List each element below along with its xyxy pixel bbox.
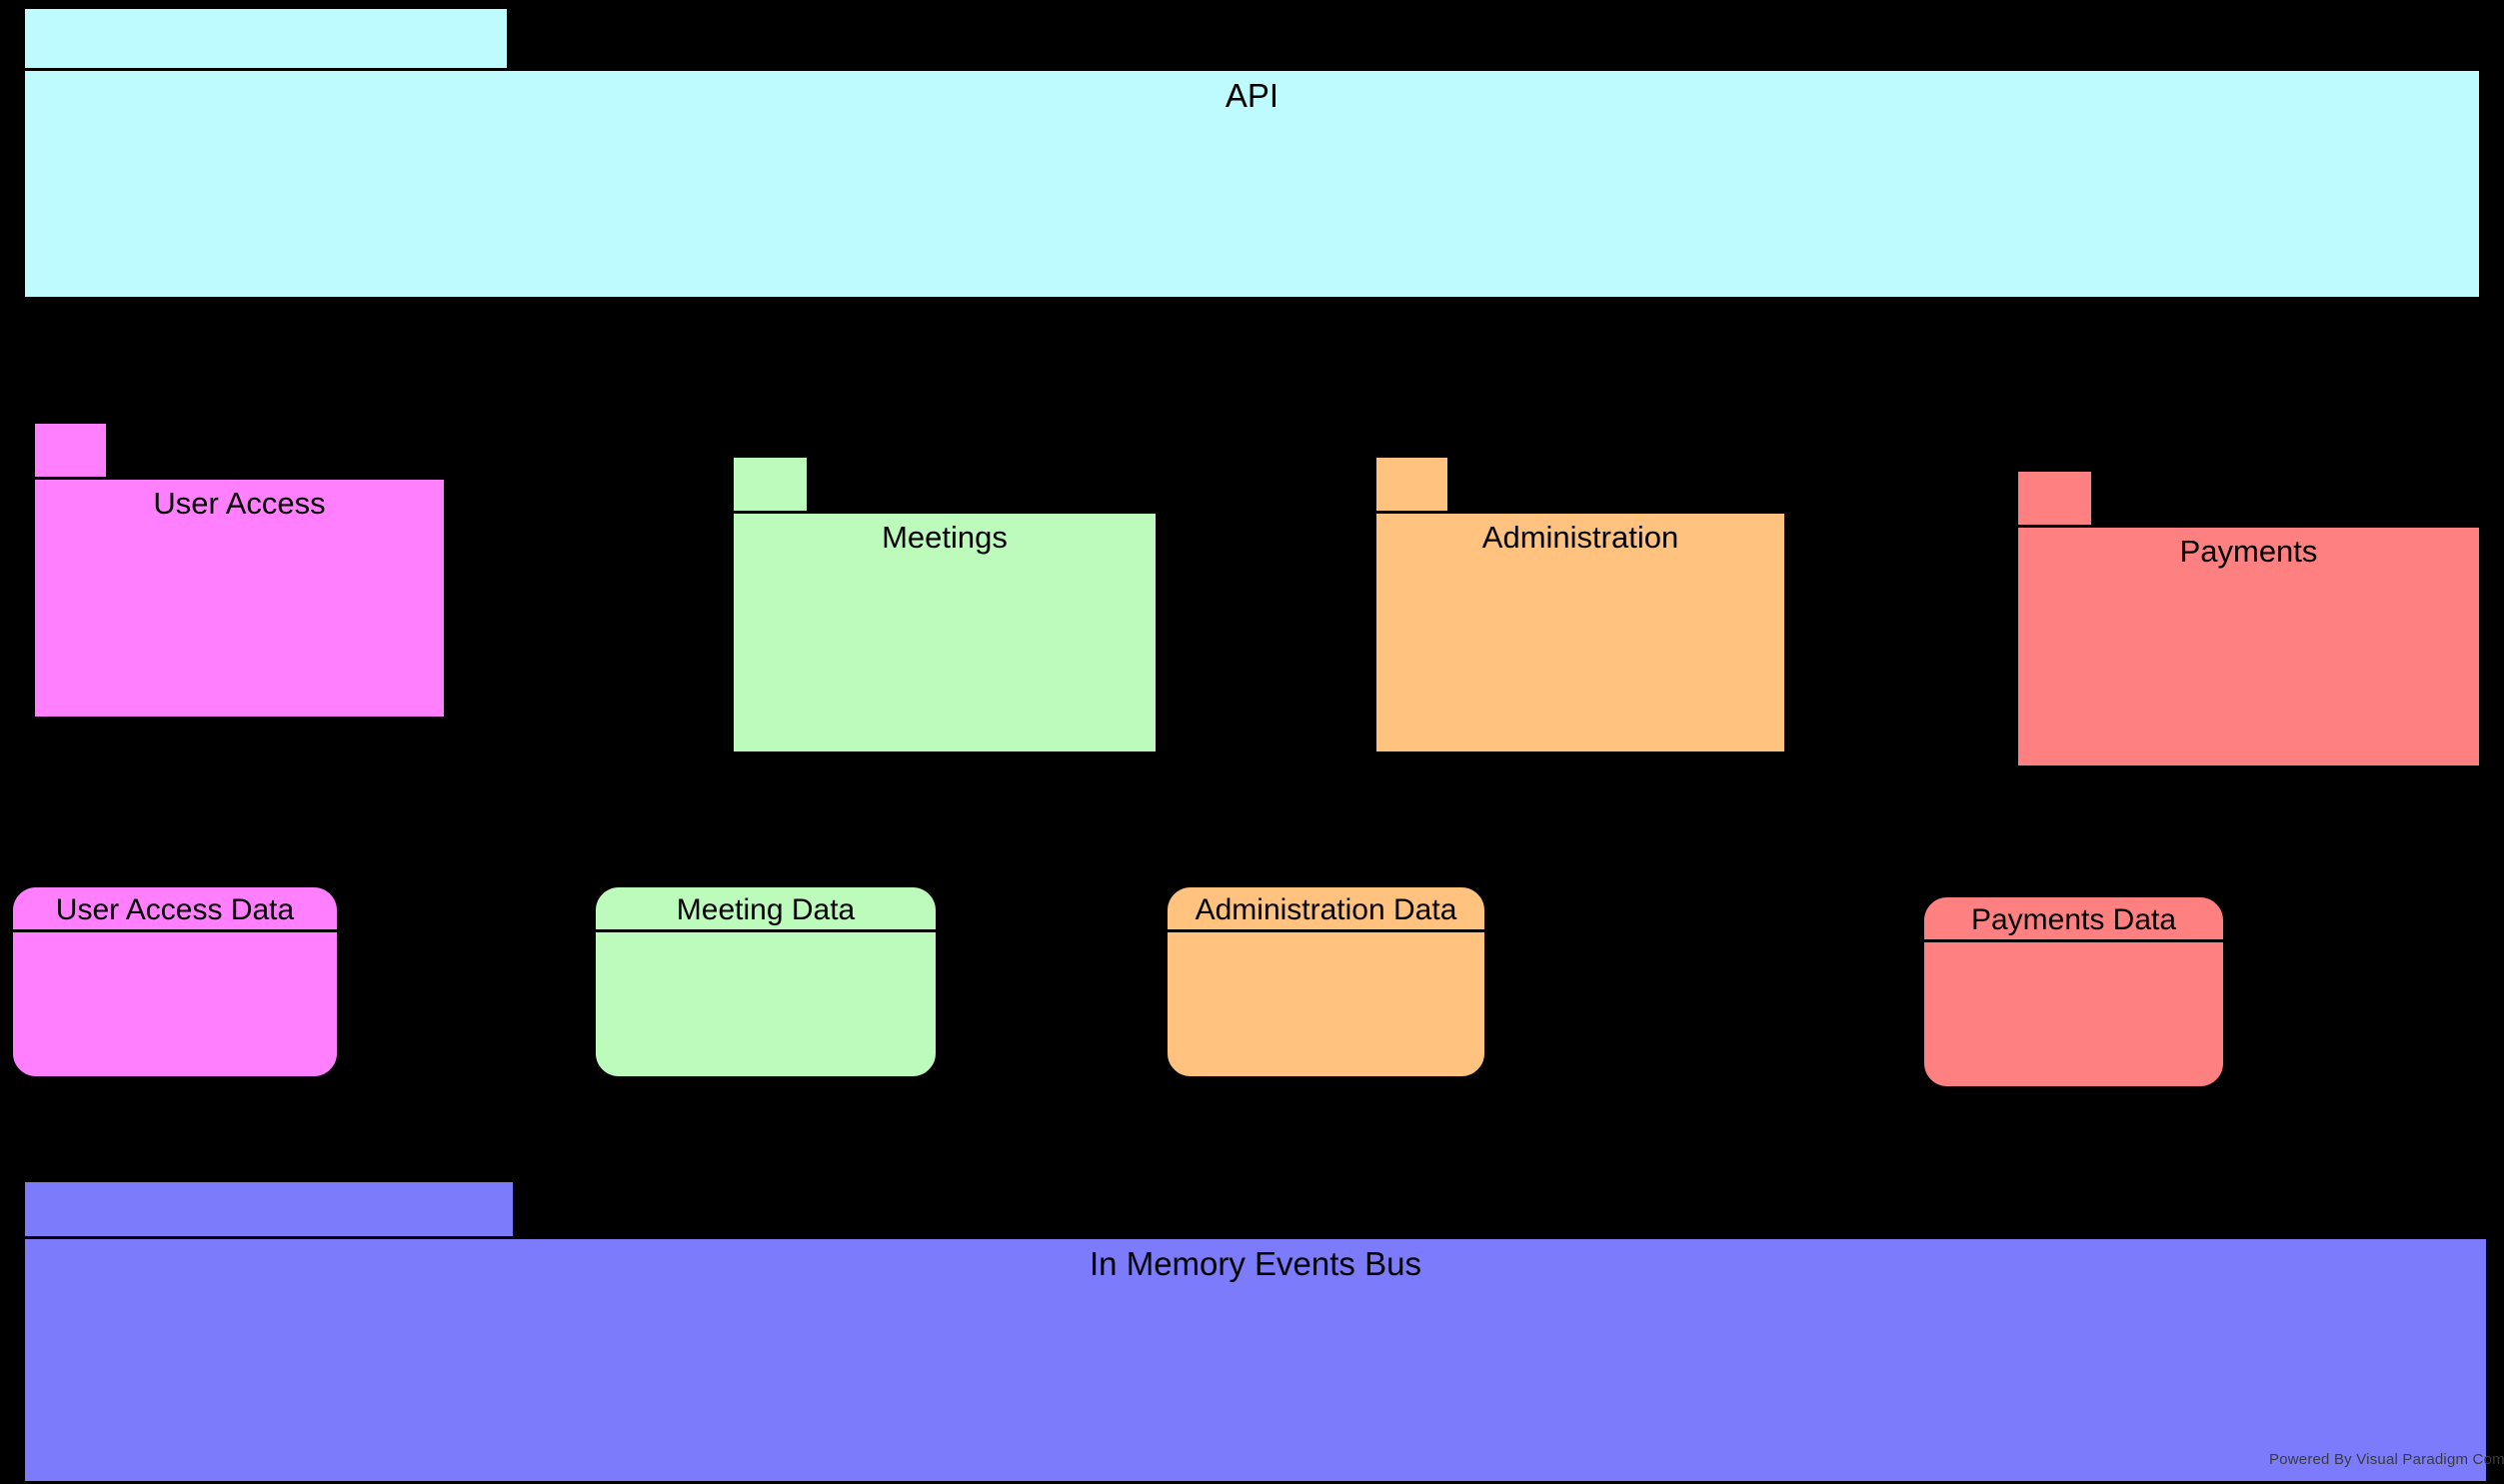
package-user-access-body bbox=[32, 477, 447, 720]
datastore-meeting-data[interactable]: Meeting Data bbox=[593, 884, 939, 1079]
package-meetings-tab bbox=[731, 455, 810, 511]
package-api[interactable]: API bbox=[22, 6, 2482, 300]
package-payments[interactable]: Payments bbox=[2015, 469, 2482, 768]
datastore-administration-data[interactable]: Administration Data bbox=[1165, 884, 1487, 1079]
watermark-text: Powered By Visual Paradigm Community Edi… bbox=[2269, 1451, 2504, 1468]
datastore-administration-data-header bbox=[1165, 887, 1487, 932]
package-events-bus-tab bbox=[22, 1179, 516, 1236]
package-administration[interactable]: Administration bbox=[1373, 455, 1787, 754]
package-api-body bbox=[22, 68, 2482, 300]
watermark: Powered By Visual Paradigm Community Edi… bbox=[2269, 1451, 2504, 1468]
datastore-meeting-data-header bbox=[593, 887, 939, 932]
datastore-user-access-data[interactable]: User Access Data bbox=[10, 884, 340, 1079]
package-events-bus-body bbox=[22, 1236, 2489, 1484]
package-user-access-tab bbox=[32, 421, 109, 477]
package-payments-tab bbox=[2015, 469, 2094, 525]
package-in-memory-events-bus[interactable]: In Memory Events Bus bbox=[22, 1179, 2489, 1484]
package-user-access[interactable]: User Access bbox=[32, 421, 447, 720]
package-meetings[interactable]: Meetings bbox=[731, 455, 1159, 754]
package-payments-body bbox=[2015, 525, 2482, 768]
datastore-payments-data[interactable]: Payments Data bbox=[1921, 894, 2226, 1089]
package-api-tab bbox=[22, 6, 510, 68]
package-administration-body bbox=[1373, 511, 1787, 754]
datastore-user-access-data-header bbox=[10, 887, 340, 932]
package-administration-tab bbox=[1373, 455, 1450, 511]
package-meetings-body bbox=[731, 511, 1159, 754]
datastore-payments-data-header bbox=[1921, 897, 2226, 942]
